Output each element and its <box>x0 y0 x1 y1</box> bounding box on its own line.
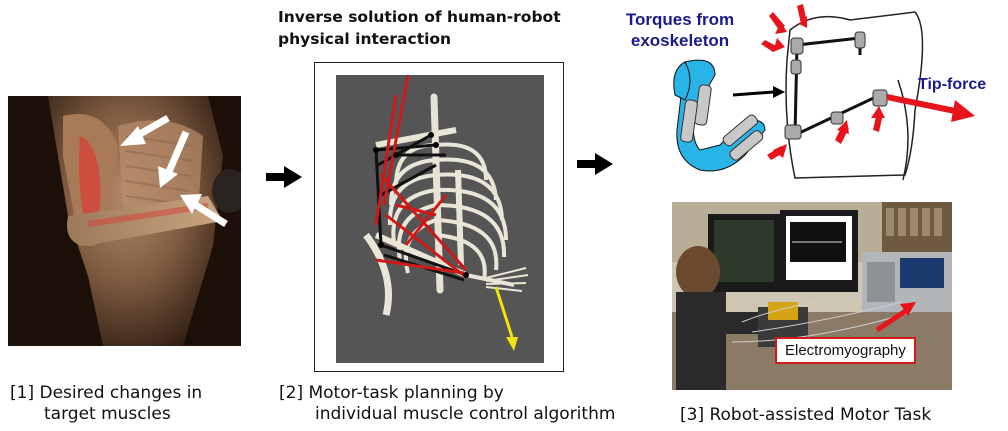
panel-2-title-line-1: Inverse solution of human-robot <box>278 8 561 26</box>
simulation-frame <box>314 62 564 372</box>
torques-label-line-1: Torques from <box>625 10 735 29</box>
caption-1-line-2: target muscles <box>44 404 171 424</box>
caption-2-line-2: individual muscle control algorithm <box>315 404 616 424</box>
panel-2-title: Inverse solution of human-robot physical… <box>278 6 608 50</box>
flow-arrow-1 <box>266 166 302 192</box>
torques-label-line-2: exoskeleton <box>630 31 730 50</box>
caption-2: [2] Motor-task planning by individual mu… <box>279 383 659 425</box>
muscle-photo <box>8 96 248 346</box>
flow-arrow-2 <box>577 153 613 179</box>
exoskeleton-diagram <box>615 0 1005 190</box>
torques-label: Torques from exoskeleton <box>615 9 745 51</box>
caption-2-line-1: [2] Motor-task planning by <box>279 383 504 403</box>
panel-2-title-line-2: physical interaction <box>278 30 452 48</box>
caption-1-line-1: [1] Desired changes in <box>10 383 203 403</box>
emg-label: Electromyography <box>775 337 916 364</box>
caption-1: [1] Desired changes in target muscles <box>10 383 260 425</box>
tip-force-label: Tip-force <box>918 76 987 93</box>
simulation-viewport <box>336 74 544 363</box>
caption-3: [3] Robot-assisted Motor Task <box>680 405 932 425</box>
skeleton-figure <box>363 74 529 351</box>
